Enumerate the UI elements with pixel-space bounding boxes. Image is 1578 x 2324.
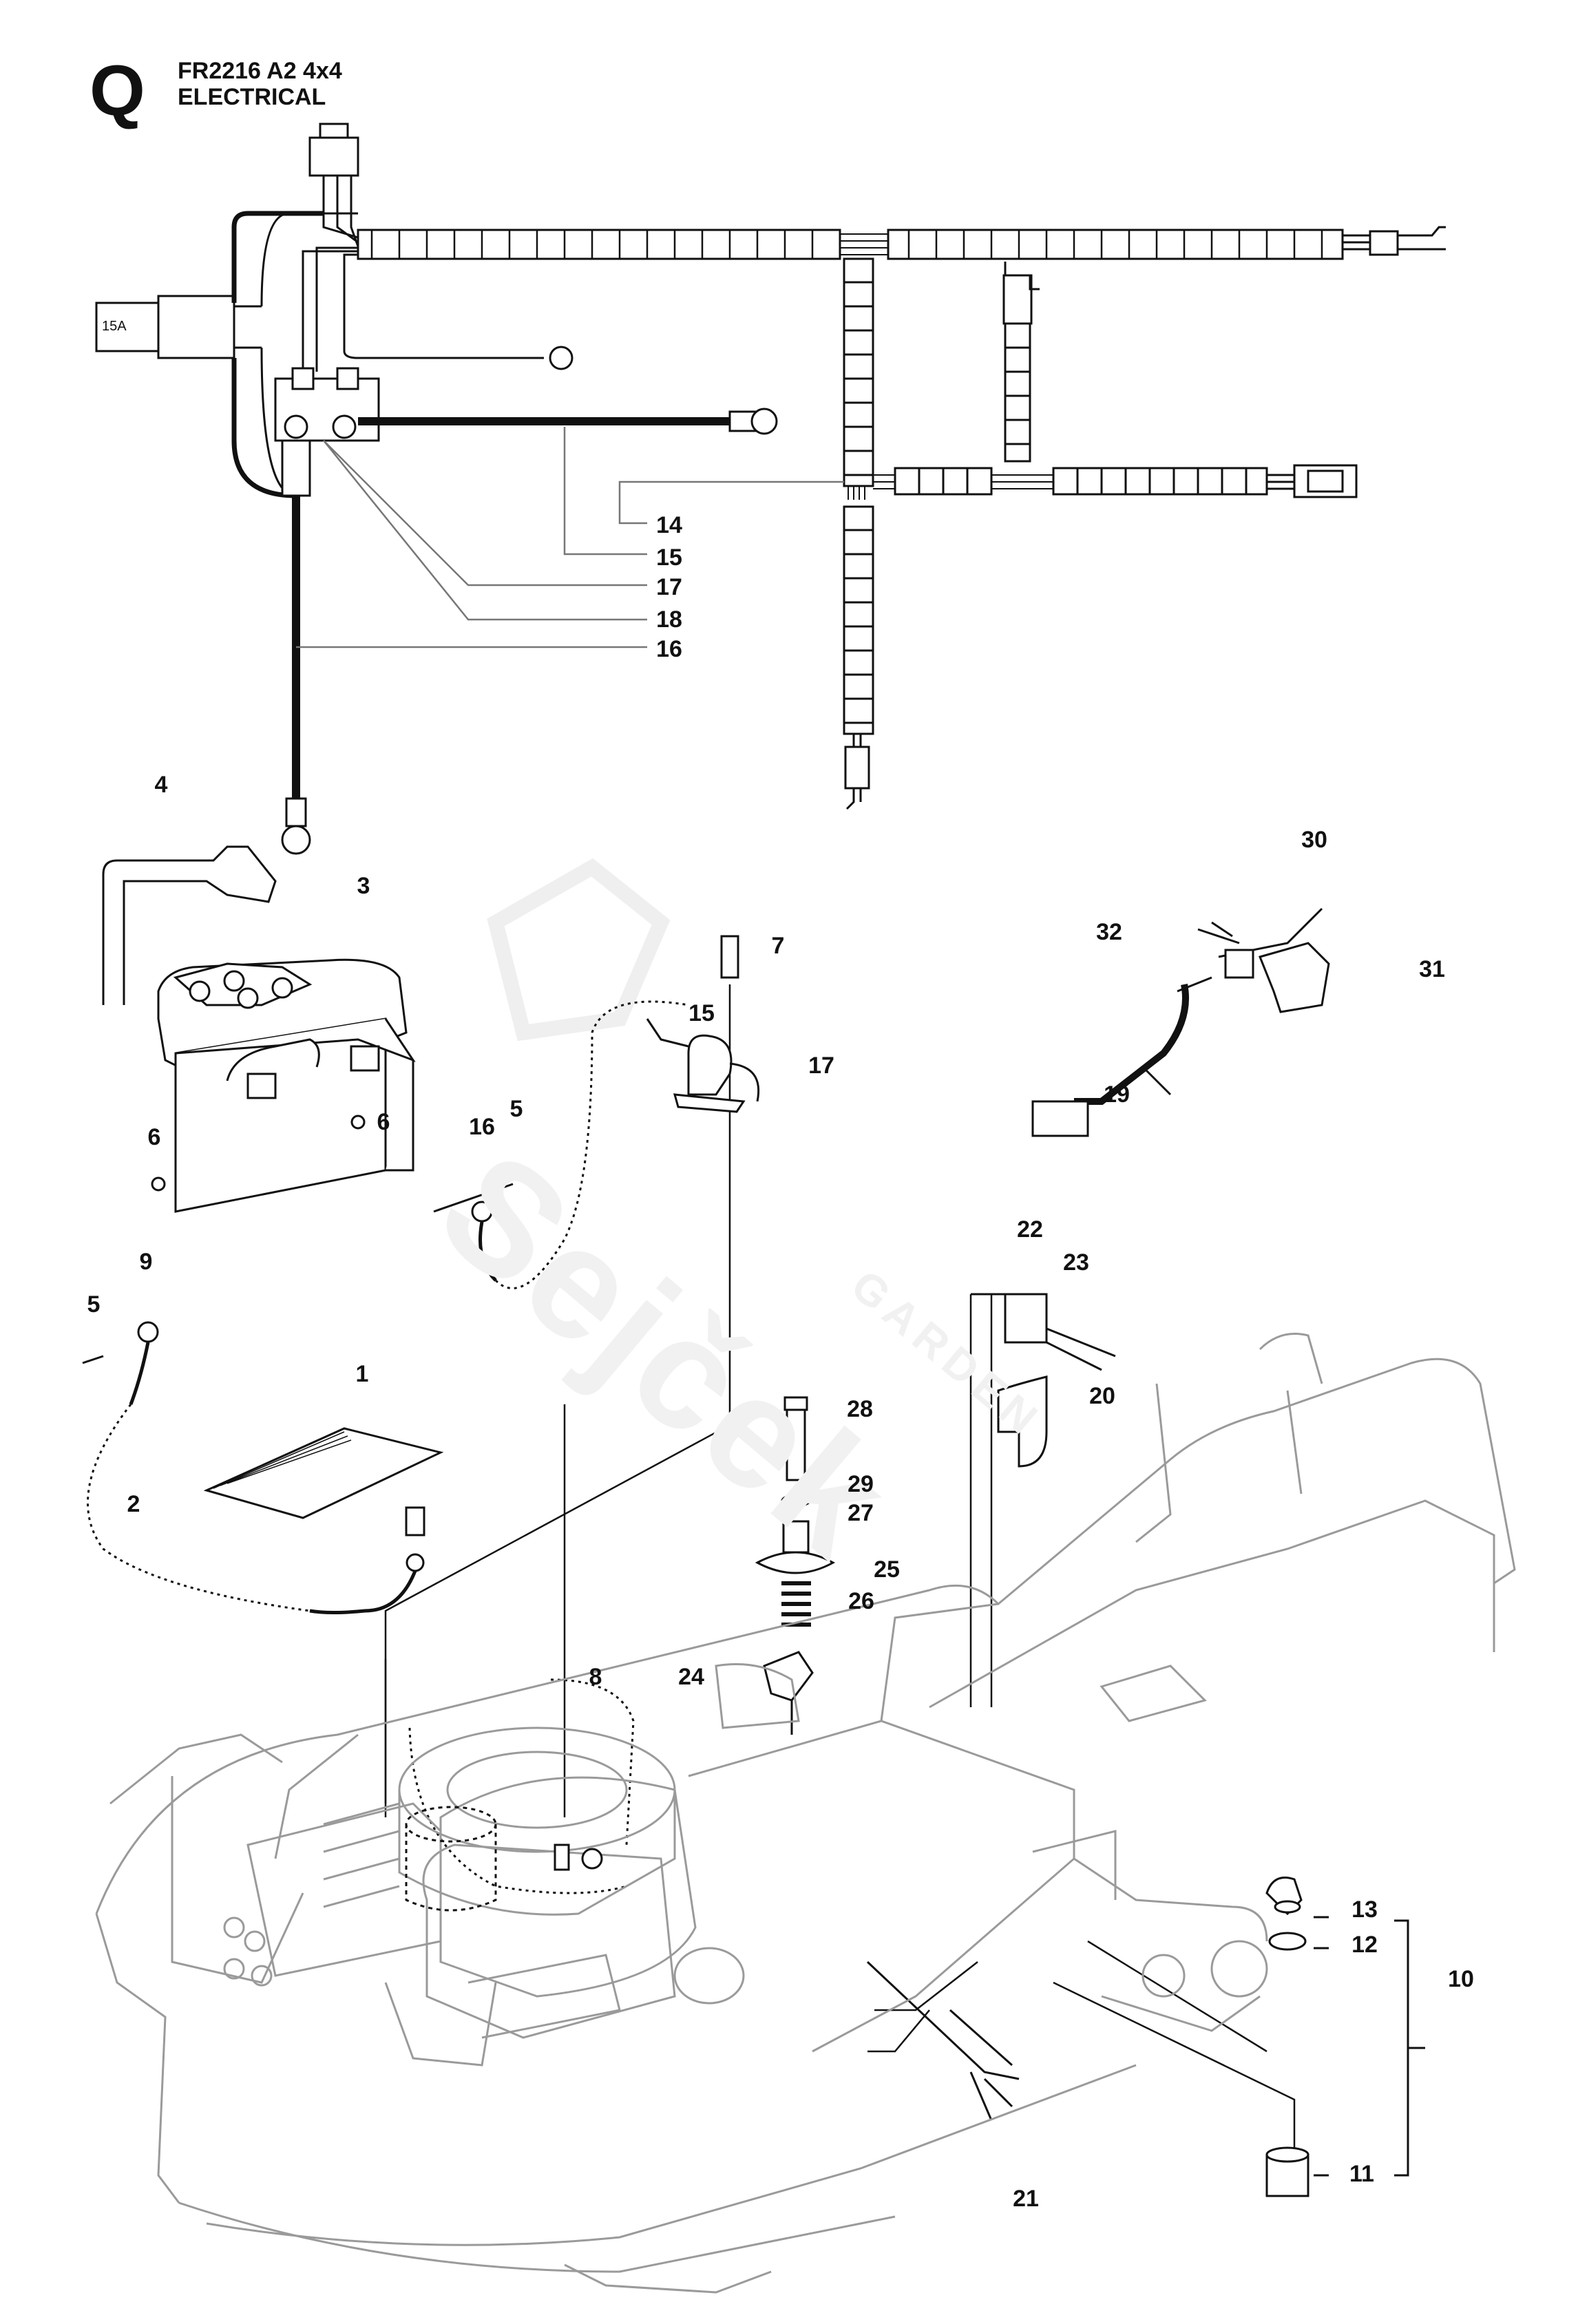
callout-10: 10 <box>1448 1966 1474 1992</box>
callout-21: 21 <box>1013 2186 1039 2212</box>
callout-13: 13 <box>1351 1897 1378 1923</box>
callout-16: 16 <box>656 636 682 662</box>
callout-20: 20 <box>1089 1383 1115 1409</box>
callout-23: 23 <box>1063 1249 1089 1276</box>
solenoid-mid <box>646 935 760 1113</box>
seat-switch-assembly <box>1031 907 1330 1137</box>
leader-lines-top <box>296 427 844 648</box>
engine-sensor-8 <box>554 1844 603 1871</box>
callout-17-mid: 17 <box>808 1053 834 1079</box>
harness-main-segments <box>370 230 1323 259</box>
callout-8: 8 <box>589 1664 602 1690</box>
callout-9: 9 <box>139 1249 153 1275</box>
callout-22: 22 <box>1017 1216 1043 1243</box>
callout-17: 17 <box>656 574 682 600</box>
callout-6-right: 6 <box>377 1109 390 1135</box>
callout-14: 14 <box>656 512 682 538</box>
callout-12: 12 <box>1351 1932 1378 1958</box>
cable-routes <box>87 1000 689 1894</box>
callout-4: 4 <box>154 772 168 798</box>
callout-16-mid: 16 <box>469 1114 495 1140</box>
svg-text:15A: 15A <box>102 319 127 334</box>
watermark-logo <box>487 858 671 1042</box>
callout-31: 31 <box>1419 956 1445 982</box>
callout-5-lower: 5 <box>87 1291 101 1318</box>
section-letter: Q <box>90 51 145 131</box>
callout-25: 25 <box>874 1556 900 1583</box>
callout-6-left: 6 <box>147 1124 161 1150</box>
callout-32: 32 <box>1096 919 1122 945</box>
harness-wire-21 <box>866 1961 1020 2121</box>
callout-15: 15 <box>656 545 682 571</box>
callout-5-upper: 5 <box>509 1096 523 1122</box>
ignition-switch-parts <box>1265 1877 1425 2197</box>
section-title: ELECTRICAL <box>178 84 326 110</box>
callout-3: 3 <box>357 873 370 899</box>
brake-switch-assembly <box>971 1293 1116 1468</box>
callout-30: 30 <box>1301 827 1327 853</box>
model-title: FR2216 A2 4x4 <box>178 58 342 84</box>
callout-29: 29 <box>848 1471 874 1497</box>
engine <box>246 1726 745 2067</box>
wiring-harness: 15A <box>95 123 1446 855</box>
callout-15-mid: 15 <box>688 1000 715 1026</box>
battery-parts <box>82 845 514 1614</box>
callout-7: 7 <box>771 933 785 959</box>
callout-1: 1 <box>355 1361 369 1387</box>
leader-lines-mid <box>384 984 1296 2148</box>
plunger-stack <box>755 1396 836 1735</box>
callout-28: 28 <box>847 1396 873 1422</box>
callout-24: 24 <box>678 1664 704 1690</box>
callout-18: 18 <box>656 606 682 633</box>
callout-26: 26 <box>848 1588 874 1614</box>
callout-27: 27 <box>848 1500 874 1526</box>
callout-19: 19 <box>1104 1081 1130 1108</box>
callout-11: 11 <box>1349 2161 1374 2187</box>
engine-highlight <box>405 1806 497 1912</box>
callout-2: 2 <box>127 1491 140 1517</box>
